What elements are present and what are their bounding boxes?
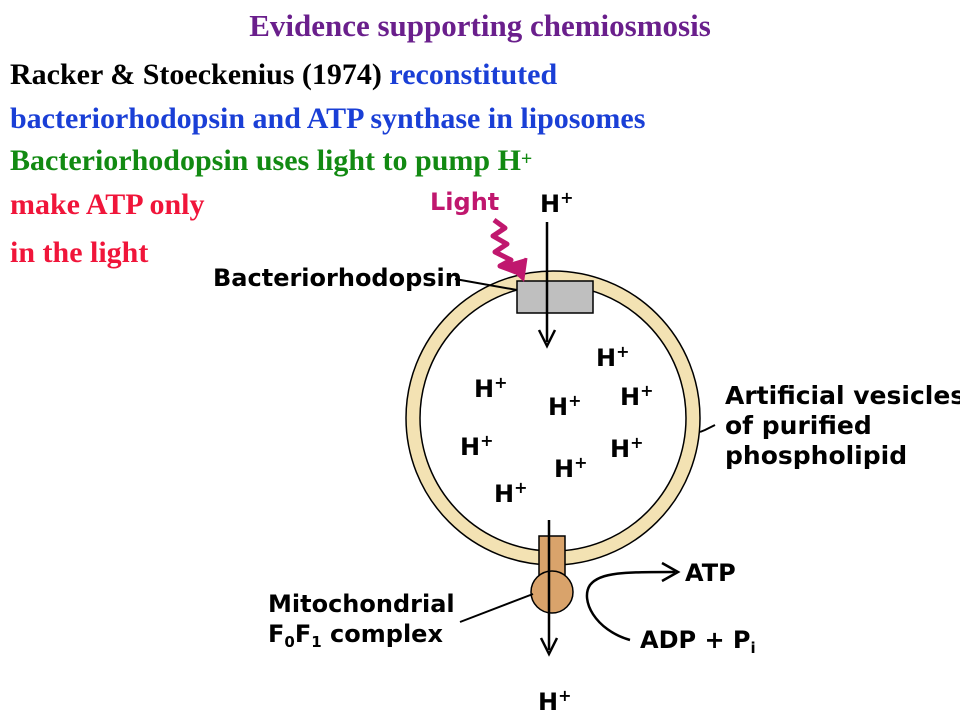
adp-label: ADP + Pi (640, 626, 756, 657)
proton-influx-arrowhead (537, 329, 557, 349)
light-arrowhead (505, 257, 528, 282)
atp-synthase-head (530, 570, 574, 614)
citation-authors: Racker & Stoeckenius (1974) (10, 58, 382, 91)
proton-outside-top: H+ (540, 188, 574, 218)
atp-synthase-stalk (538, 535, 566, 577)
proton-inside: H+ (596, 342, 630, 372)
proton-inside: H+ (474, 373, 508, 403)
bacteriorhodopsin-leader (454, 278, 518, 291)
proton-efflux-arrowhead (539, 637, 559, 657)
proton-inside: H+ (460, 431, 494, 461)
light-label: Light (430, 188, 499, 216)
proton-inside: H+ (620, 381, 654, 411)
proton-inside: H+ (548, 391, 582, 421)
proton-inside: H+ (610, 433, 644, 463)
pump-text: Bacteriorhodopsin uses light to pump H (10, 144, 521, 177)
proton-inside: H+ (554, 453, 588, 483)
proton-outside-bottom: H+ (538, 686, 572, 716)
citation-verb: reconstituted (389, 58, 558, 91)
pump-superscript: + (520, 148, 533, 170)
vesicle-leader (699, 424, 716, 433)
complex-label-1: Mitochondrial (268, 590, 455, 618)
pump-line: Bacteriorhodopsin uses light to pump H+ (10, 144, 532, 178)
atp-line-2: in the light (10, 236, 149, 269)
atp-synthesis-arrow (585, 570, 676, 642)
reconstitution-line: bacteriorhodopsin and ATP synthase in li… (10, 102, 646, 135)
atp-line-1: make ATP only (10, 188, 205, 221)
citation-line: Racker & Stoeckenius (1974) reconstitute… (10, 58, 557, 92)
atp-arrowhead (661, 561, 681, 583)
slide-title: Evidence supporting chemiosmosis (249, 8, 711, 43)
atp-label: ATP (685, 559, 736, 587)
light-wavy-arrow (490, 217, 517, 275)
bacteriorhodopsin-label: Bacteriorhodopsin (213, 264, 462, 292)
vesicle-label-3: phospholipid (725, 441, 907, 470)
vesicle-label-1: Artificial vesicles (725, 381, 960, 410)
complex-leader (459, 593, 534, 623)
bacteriorhodopsin-pump (516, 280, 594, 314)
complex-label-2: F0F1 complex (268, 620, 443, 651)
proton-inside: H+ (494, 478, 528, 508)
vesicle-label-2: of purified (725, 411, 872, 440)
